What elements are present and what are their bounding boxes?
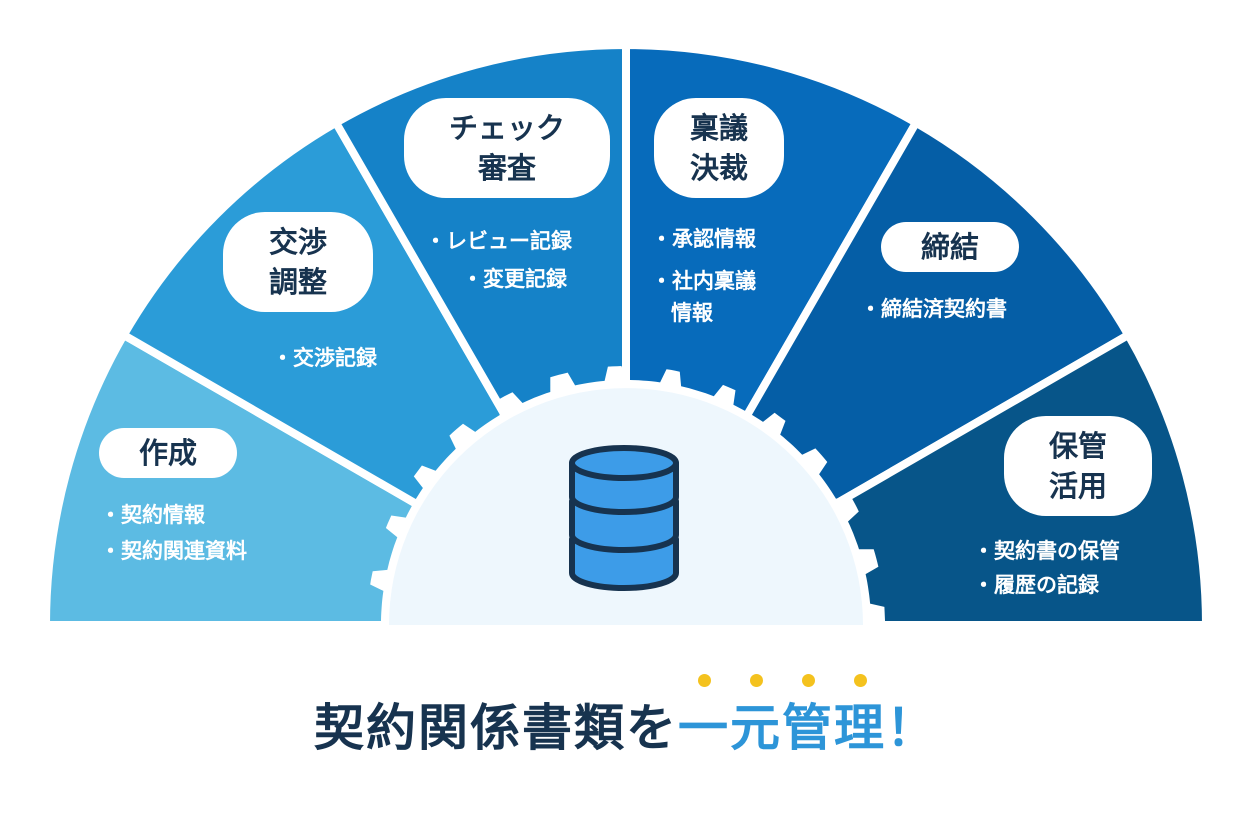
stage-item: ・変更記録 [462,267,568,291]
stage-title: 作成 [139,436,197,470]
stage-title: 保管 [1048,429,1107,463]
database-layer [569,498,679,553]
database-top [569,445,679,481]
stage-title: 交渉 [269,225,327,259]
stage-title: 決裁 [690,151,748,185]
emphasis-dot [749,674,763,687]
stage-item: ・契約関連資料 [100,539,247,563]
stage-pill [404,98,610,198]
stage-label-conclusion: 締結・締結済契約書 [860,222,1019,321]
stage-title: 活用 [1049,469,1107,503]
stage-item: 情報 [671,301,714,325]
stage-item: ・社内稟議 [651,269,756,293]
emphasis-char: 理 [834,699,886,757]
stage-title: チェック [449,111,565,145]
emphasis-char: 元 [730,699,782,757]
stage-pill [99,428,237,478]
stage-title: 締結 [921,230,979,264]
stage-item: ・交渉記録 [272,346,378,370]
database-icon [569,445,679,591]
emphasis-char: 管 [782,699,834,757]
stage-title: 稟議 [690,111,748,145]
stage-pill [654,98,784,198]
stage-item: ・履歴の記録 [973,573,1100,597]
stage-title: 調整 [269,265,327,299]
headline: 契約関係書類を一元管理！ [0,674,1252,768]
stage-pill [1004,416,1152,516]
stage-item: ・レビュー記録 [425,229,573,253]
stage-item: ・契約情報 [100,503,206,527]
headline-emphasis: 一元管理！ [678,674,938,768]
emphasis-char: ！ [886,699,938,757]
stage-title: 審査 [477,151,536,185]
stage-item: ・締結済契約書 [860,297,1007,321]
stage-label-create: 作成・契約情報・契約関連資料 [99,428,247,563]
emphasis-dot [801,674,815,687]
headline-main: 契約関係書類を [314,699,678,757]
stage-pill [881,222,1019,272]
emphasis-dot [697,674,711,687]
stage-item: ・契約書の保管 [973,539,1120,563]
base-mask [0,625,1252,635]
stage-item: ・承認情報 [651,227,757,251]
stage-pill [223,212,373,312]
emphasis-char: 一 [678,699,730,757]
database-layer [569,536,679,591]
emphasis-dots [678,674,938,688]
emphasis-dot [853,674,867,687]
